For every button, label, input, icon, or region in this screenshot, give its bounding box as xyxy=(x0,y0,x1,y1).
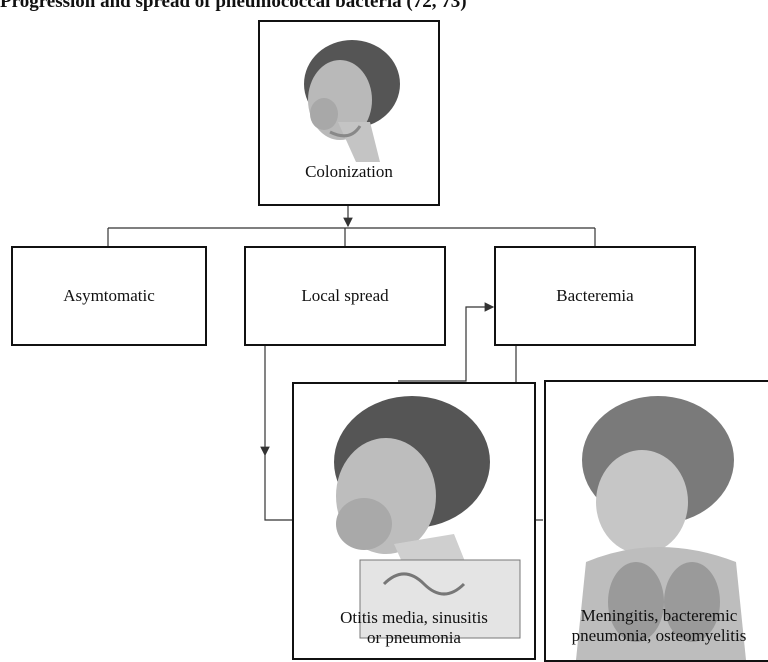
local-spread-box: Local spread xyxy=(244,246,446,346)
colonization-box: Colonization xyxy=(258,20,440,206)
meningitis-label-line2: pneumonia, osteomyelitis xyxy=(571,626,747,645)
child-head-illustration xyxy=(304,40,400,162)
diagram-title: Progression and spread of pneumococcal b… xyxy=(0,0,467,12)
otitis-label-line1: Otitis media, sinusitis xyxy=(340,608,488,627)
bacteremia-label: Bacteremia xyxy=(556,286,634,305)
meningitis-box: Meningitis, bacteremic pneumonia, osteom… xyxy=(544,380,768,662)
asymptomatic-box: Asymtomatic xyxy=(11,246,207,346)
otitis-label-line2: or pneumonia xyxy=(367,628,461,647)
bacteremia-box: Bacteremia xyxy=(494,246,696,346)
asymptomatic-label: Asymtomatic xyxy=(63,286,155,305)
otitis-box: Otitis media, sinusitis or pneumonia xyxy=(292,382,536,660)
otitis-to-bacteremia-arrow xyxy=(398,302,495,382)
child-body-illustration xyxy=(576,396,746,660)
local-spread-label: Local spread xyxy=(301,286,389,305)
child-ear-illustration xyxy=(334,396,521,639)
local-spread-bracket xyxy=(264,455,292,521)
colonization-label: Colonization xyxy=(305,162,393,181)
meningitis-label-line1: Meningitis, bacteremic xyxy=(580,606,738,625)
